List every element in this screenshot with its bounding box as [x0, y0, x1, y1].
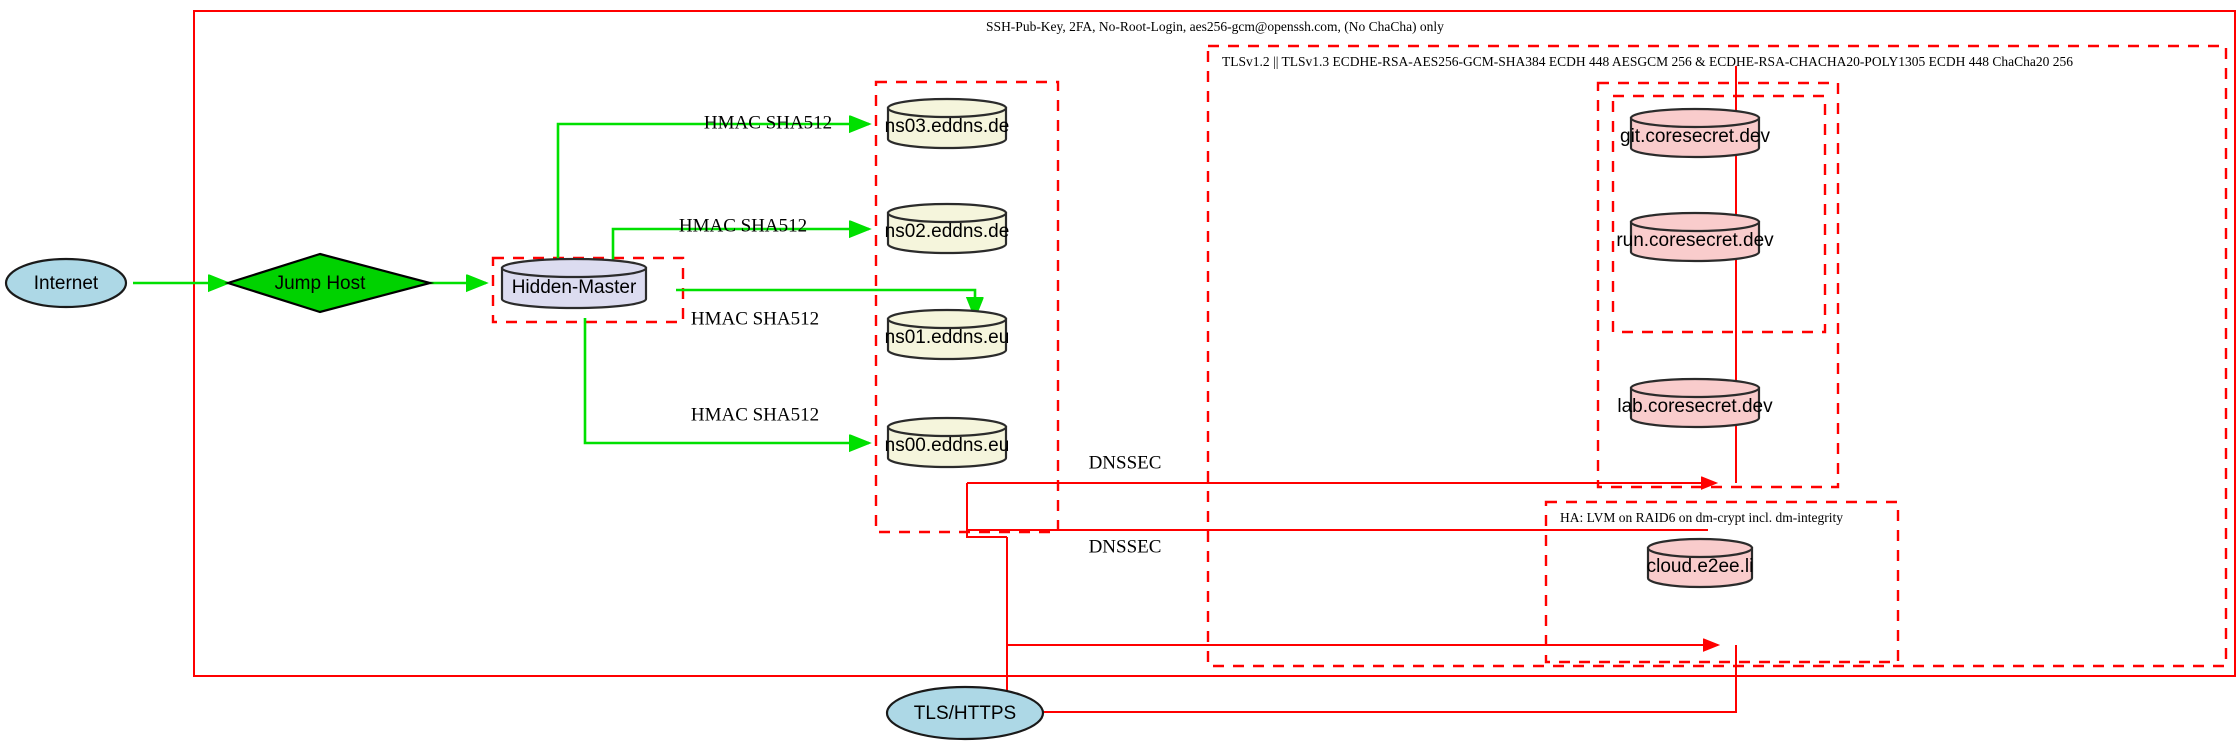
- node-tls-https[interactable]: TLS/HTTPS: [885, 685, 1045, 741]
- red-edge-corner-upper: [966, 483, 1007, 538]
- node-hidden-master-label: Hidden-Master: [512, 277, 637, 298]
- node-ns03[interactable]: ns03.eddns.de: [885, 97, 1010, 150]
- edge-label-dnssec-lower: DNSSEC: [1089, 536, 1162, 557]
- ssh-boundary-label: SSH-Pub-Key, 2FA, No-Root-Login, aes256-…: [986, 19, 1444, 34]
- green-edge-hm-to-ns00: [583, 318, 869, 443]
- tls-boundary-box: [1206, 44, 2228, 668]
- edge-label-hmac-ns03: HMAC SHA512: [704, 112, 832, 133]
- ha-cluster-box: [1544, 500, 1900, 664]
- node-ns02-label: ns02.eddns.de: [885, 221, 1010, 242]
- node-tls-https-label: TLS/HTTPS: [914, 703, 1016, 724]
- node-run-coresecret[interactable]: run.coresecret.dev: [1616, 211, 1774, 263]
- node-internet-label: Internet: [34, 273, 99, 294]
- edge-label-hmac-ns01: HMAC SHA512: [691, 308, 819, 329]
- green-edge-hm-to-ns02: [611, 229, 869, 262]
- node-ns00[interactable]: ns00.eddns.eu: [885, 416, 1010, 469]
- node-ns01-label: ns01.eddns.eu: [885, 327, 1010, 348]
- node-ns03-label: ns03.eddns.de: [885, 116, 1010, 137]
- green-edge-hm-to-ns03: [556, 124, 869, 262]
- node-git-coresecret[interactable]: git.coresecret.dev: [1620, 107, 1770, 159]
- node-hidden-master[interactable]: Hidden-Master: [500, 257, 648, 310]
- node-cloud-label: cloud.e2ee.li: [1647, 556, 1754, 577]
- node-ns01[interactable]: ns01.eddns.eu: [885, 308, 1010, 361]
- edge-label-hmac-ns02: HMAC SHA512: [679, 215, 807, 236]
- red-edge-tls-bottom-return: [1040, 676, 1737, 713]
- node-jump-host-label: Jump Host: [275, 273, 367, 294]
- edge-label-dnssec-upper: DNSSEC: [1089, 452, 1162, 473]
- node-jump-host[interactable]: Jump Host: [224, 252, 435, 314]
- node-git-label: git.coresecret.dev: [1620, 126, 1770, 147]
- ha-boundary-label: HA: LVM on RAID6 on dm-crypt incl. dm-in…: [1560, 510, 1843, 525]
- node-internet[interactable]: Internet: [4, 257, 128, 309]
- node-ns02[interactable]: ns02.eddns.de: [885, 202, 1010, 255]
- tls-boundary-label: TLSv1.2 || TLSv1.3 ECDHE-RSA-AES256-GCM-…: [1222, 54, 2073, 69]
- node-ns00-label: ns00.eddns.eu: [885, 435, 1010, 456]
- green-edge-hm-to-ns01: [676, 288, 975, 317]
- node-run-label: run.coresecret.dev: [1616, 230, 1774, 251]
- edge-label-hmac-ns00: HMAC SHA512: [691, 404, 819, 425]
- ssh-boundary-box: [193, 10, 2236, 677]
- coresecret-inner-cluster-box: [1611, 94, 1827, 334]
- node-lab-coresecret[interactable]: lab.coresecret.dev: [1617, 377, 1773, 429]
- node-cloud-e2ee[interactable]: cloud.e2ee.li: [1647, 537, 1754, 589]
- node-lab-label: lab.coresecret.dev: [1617, 396, 1773, 417]
